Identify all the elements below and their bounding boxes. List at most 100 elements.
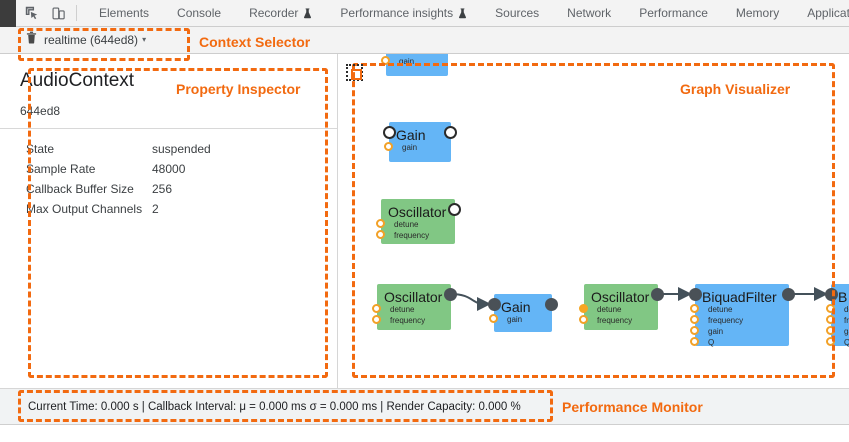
tab-label: Applicatio (807, 5, 849, 20)
context-selector-inner: realtime (644ed8) ▾ (26, 31, 146, 49)
node-title: Oscillator (384, 289, 443, 305)
property-key: Sample Rate (26, 162, 96, 176)
node-param-port-detune[interactable] (372, 304, 381, 313)
property-value: 48000 (152, 162, 186, 176)
tab-label: Elements (99, 5, 150, 20)
node-param-port-detune[interactable] (376, 219, 385, 228)
node-body (377, 284, 451, 330)
toolbar-divider (76, 5, 77, 21)
node-title: Oscillator (388, 204, 447, 220)
tab-performance-insights[interactable]: Performance insights (326, 0, 481, 27)
node-title: Gain (393, 54, 423, 56)
node-body (389, 122, 451, 162)
node-param-port-ga[interactable] (826, 326, 835, 335)
tab-elements[interactable]: Elements (85, 0, 163, 27)
devtools-tabs: Elements Console Recorder Performance in… (85, 0, 849, 27)
node-title: Gain (396, 127, 426, 143)
tab-network[interactable]: Network (553, 0, 625, 27)
tab-label: Console (177, 5, 222, 20)
divider (0, 128, 337, 129)
beaker-icon (303, 7, 312, 19)
tab-label: Memory (735, 5, 780, 20)
node-param-label: ga (844, 327, 849, 336)
node-param-port-frequency[interactable] (690, 315, 699, 324)
node-body (695, 284, 789, 346)
context-selector-dropdown[interactable]: realtime (644ed8) ▾ (44, 33, 146, 47)
node-body (494, 294, 552, 332)
devtools-tabstrip: Elements Console Recorder Performance in… (0, 0, 849, 27)
property-value: 2 (152, 202, 159, 216)
node-param-port-Q[interactable] (690, 337, 699, 346)
tab-application[interactable]: Applicatio (793, 0, 849, 27)
context-id-label: 644ed8 (20, 104, 61, 118)
node-param-port-detune[interactable] (690, 304, 699, 313)
node-title: B (838, 289, 848, 305)
node-output-port[interactable] (782, 288, 795, 301)
tab-console[interactable]: Console (163, 0, 235, 27)
tab-performance[interactable]: Performance (625, 0, 722, 27)
devtools-tool-icons (16, 0, 85, 27)
node-param-label: frequency (390, 316, 426, 325)
node-param-port-Q[interactable] (826, 337, 835, 346)
node-param-port-gain[interactable] (489, 314, 498, 323)
node-param-label: detune (394, 220, 419, 229)
node-param-port-gain[interactable] (381, 56, 390, 65)
node-param-label: gain (402, 143, 418, 152)
context-selector-value: realtime (644ed8) (44, 33, 139, 47)
node-param-label: detune (390, 305, 415, 314)
tab-label: Performance insights (340, 5, 454, 20)
property-key: State (26, 142, 55, 156)
property-key: Max Output Channels (26, 202, 143, 216)
node-param-port-frequency[interactable] (372, 315, 381, 324)
table-row: State suspended (26, 139, 211, 159)
beaker-icon (458, 7, 467, 19)
graph-node-biquadfilter-2[interactable]: BdefregaQ (825, 284, 849, 347)
tab-sources[interactable]: Sources (481, 0, 553, 27)
graph-visualizer-canvas[interactable]: GaingainGaingainOscillatordetunefrequenc… (339, 54, 849, 388)
node-input-port[interactable] (689, 288, 702, 301)
inspect-element-icon[interactable] (19, 1, 45, 25)
node-param-port-gain[interactable] (690, 326, 699, 335)
table-row: Max Output Channels 2 (26, 199, 211, 219)
node-param-label: Q (844, 338, 849, 347)
trash-icon[interactable] (26, 31, 37, 49)
tab-recorder[interactable]: Recorder (235, 0, 326, 27)
node-body (386, 54, 448, 76)
tab-memory[interactable]: Memory (722, 0, 793, 27)
node-input-port[interactable] (488, 298, 501, 311)
node-param-port-fre[interactable] (826, 315, 835, 324)
node-param-label: gain (399, 57, 415, 66)
node-output-port[interactable] (545, 298, 558, 311)
tab-label: Performance (639, 5, 708, 20)
node-output-port[interactable] (651, 288, 664, 301)
chevron-down-icon: ▾ (142, 35, 147, 44)
node-output-port[interactable] (444, 288, 457, 301)
node-output-port[interactable] (444, 126, 457, 139)
node-title: Oscillator (591, 289, 650, 305)
tab-label: Sources (495, 5, 540, 20)
node-param-port-frequency[interactable] (376, 230, 385, 239)
node-param-port-frequency[interactable] (579, 315, 588, 324)
node-param-port-de[interactable] (826, 304, 835, 313)
node-param-label: frequency (597, 316, 633, 325)
node-input-port[interactable] (825, 288, 838, 301)
node-param-label: detune (708, 305, 733, 314)
node-param-port-detune[interactable] (579, 304, 588, 313)
property-key: Callback Buffer Size (26, 182, 134, 196)
node-output-port[interactable] (448, 203, 461, 216)
node-param-port-gain[interactable] (384, 142, 393, 151)
device-toolbar-icon[interactable] (45, 1, 71, 25)
main-content: AudioContext 644ed8 State suspended Samp… (0, 54, 849, 388)
property-value: suspended (152, 142, 211, 156)
performance-monitor-bar: Current Time: 0.000 s | Callback Interva… (0, 388, 849, 424)
node-input-port[interactable] (383, 126, 396, 139)
node-body (584, 284, 658, 330)
